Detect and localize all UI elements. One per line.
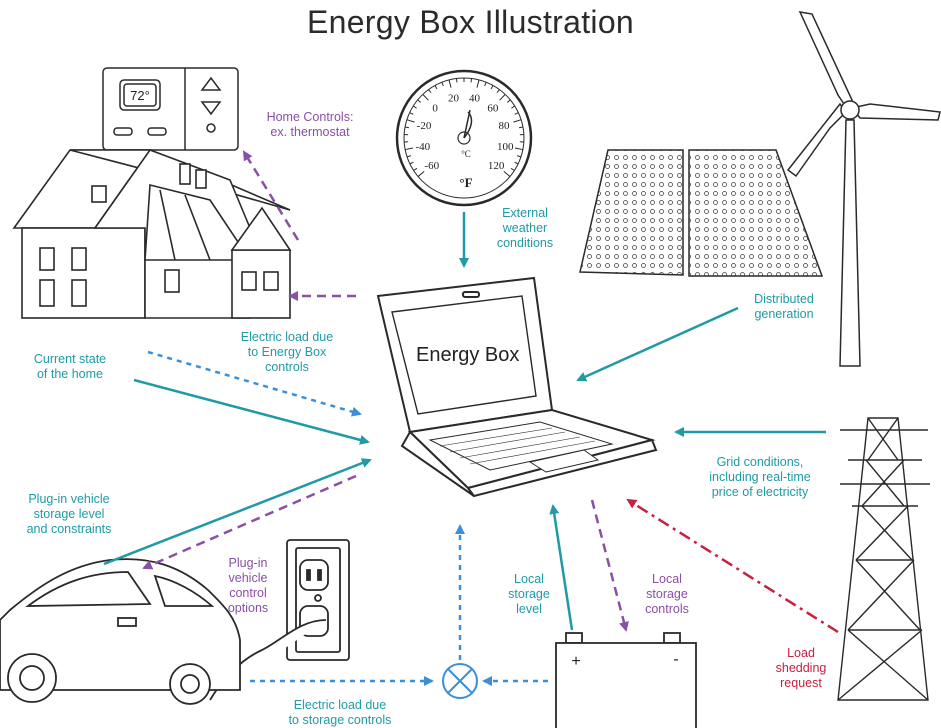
arrows-layer: [103, 150, 839, 686]
gauge-tick: [470, 78, 473, 83]
gauge-tick: [428, 89, 432, 94]
gauge-tick: [409, 161, 414, 165]
junction-node-icon: [442, 663, 478, 699]
gauge-tick: [484, 82, 487, 87]
gauge-tick: [513, 119, 522, 123]
gauge-tick: [514, 147, 523, 151]
solar-panel-icon: [579, 149, 824, 277]
gauge-tick: [511, 105, 516, 109]
battery-plus: +: [571, 653, 580, 670]
gauge-tick: [406, 119, 415, 123]
gauge-tick: [412, 105, 417, 109]
gauge-unit-c: °C: [461, 149, 471, 159]
gauge-tick: [409, 112, 414, 115]
gauge-tick: [405, 147, 414, 151]
gauge-tick-label: 40: [469, 92, 481, 104]
gauge-tick: [490, 85, 494, 90]
gauge-tick: [448, 79, 452, 88]
gauge-tick-label: 20: [448, 92, 460, 104]
gauge-tick: [404, 126, 410, 129]
gauge-tick: [422, 94, 429, 101]
gauge-tick: [514, 112, 519, 115]
gauge-tick: [496, 89, 500, 94]
arrow-plugin-control: [142, 474, 357, 570]
arrow-local-storage-level: [549, 504, 574, 631]
gauge-tick: [514, 161, 519, 165]
energy-box-label: Energy Box: [416, 344, 520, 366]
arrow-local-storage-controls: [590, 499, 629, 632]
gauge-tick: [517, 155, 522, 158]
gauge-tick-label: 100: [497, 141, 514, 153]
laptop-icon: [376, 276, 658, 498]
arrow-current-state: [133, 378, 370, 445]
gauge-tick: [441, 82, 444, 87]
gauge-tick: [406, 155, 411, 158]
gauge-tick-label: 60: [487, 102, 499, 114]
gauge-tick: [499, 94, 506, 101]
diagram-title: Energy Box Illustration: [306, 4, 635, 40]
wind-turbine-icon: [786, 11, 941, 367]
power-tower-icon: [837, 417, 930, 701]
gauge-tick: [413, 167, 418, 171]
battery-minus: -: [673, 651, 678, 668]
battery-icon: + -: [555, 632, 697, 728]
gauge-tick-label: 120: [488, 160, 505, 172]
gauge-tick: [503, 171, 511, 177]
gauge-unit-f: °F: [459, 175, 472, 190]
gauge-tick: [417, 99, 422, 103]
temperature-gauge-icon: -60 -40 -200 20 40 60 80 100 120 °C °F: [395, 69, 533, 207]
gauge-tick: [518, 126, 524, 129]
gauge-tick: [506, 99, 511, 103]
gauge-tick: [510, 167, 515, 171]
gauge-tick: [417, 171, 425, 177]
gauge-tick-label: 80: [498, 120, 510, 132]
arrow-plugin-storage: [103, 458, 372, 566]
thermostat-icon: 72°: [102, 67, 239, 151]
gauge-tick: [476, 79, 480, 88]
gauge-tick-label: -20: [417, 120, 432, 132]
gauge-tick-label: -60: [424, 160, 439, 172]
arrow-home-controls: [242, 150, 300, 241]
arrow-electric-load-box: [147, 350, 362, 417]
car-icon: [0, 558, 241, 705]
arrow-distributed-generation: [576, 306, 739, 382]
gauge-tick: [455, 78, 458, 83]
thermostat-display: 72°: [130, 88, 150, 103]
arrow-load-shedding: [626, 498, 839, 634]
gauge-tick-label: 0: [432, 102, 438, 114]
label-home-controls: Home Controls:ex. thermostat: [266, 110, 354, 139]
house-icon: [12, 149, 292, 319]
gauge-tick: [434, 85, 438, 90]
gauge-tick-label: -40: [415, 141, 430, 153]
